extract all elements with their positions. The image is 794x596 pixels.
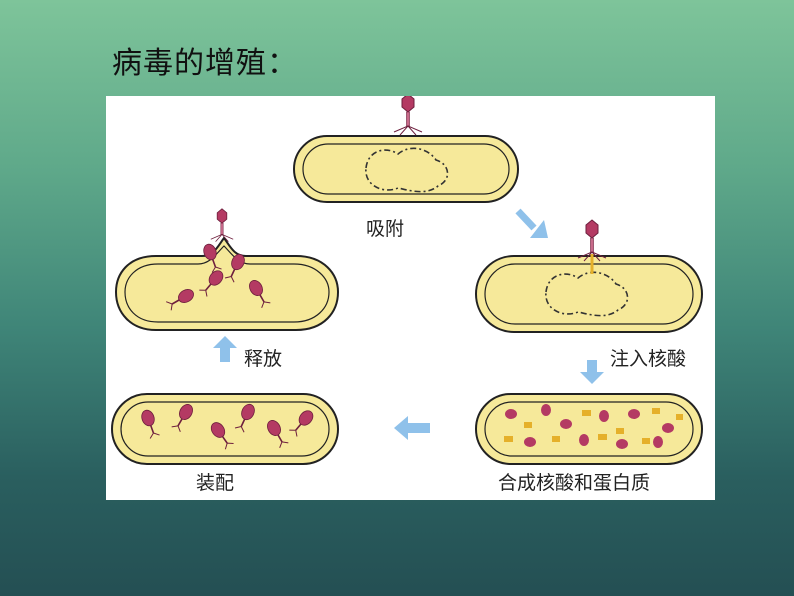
stage-label-release: 释放 bbox=[244, 348, 283, 370]
stage-label-adsorption: 吸附 bbox=[366, 218, 405, 240]
virus-replication-diagram bbox=[111, 96, 703, 465]
arrow-synthesis-to-assembly bbox=[394, 416, 430, 440]
arrow-assembly-to-release bbox=[213, 336, 237, 362]
virus-replication-figure: 吸附 注入核酸 合成核酸和蛋白质 装配 释放 bbox=[106, 96, 715, 500]
cell-injection bbox=[475, 219, 703, 333]
cell-assembly bbox=[111, 393, 339, 465]
stage-label-assembly: 装配 bbox=[196, 472, 235, 494]
cell-adsorption bbox=[293, 96, 519, 203]
cell-synthesis bbox=[475, 393, 703, 465]
virus-parts bbox=[504, 404, 683, 449]
stage-label-synthesis: 合成核酸和蛋白质 bbox=[498, 472, 651, 494]
phage-icon bbox=[393, 96, 423, 136]
stage-label-injection: 注入核酸 bbox=[610, 348, 687, 370]
cell-release bbox=[114, 208, 340, 331]
slide-title: 病毒的增殖： bbox=[112, 46, 298, 81]
arrow-adsorption-to-injection bbox=[515, 208, 548, 238]
arrow-injection-to-synthesis bbox=[580, 360, 604, 384]
